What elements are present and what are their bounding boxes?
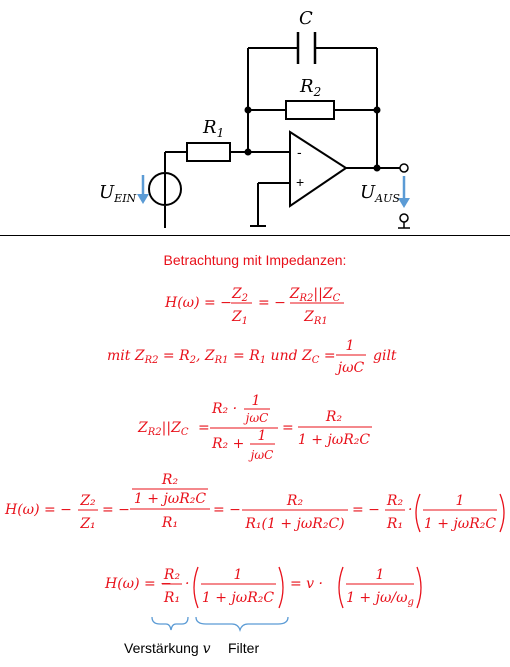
node-dot xyxy=(373,106,381,114)
ground-symbol xyxy=(398,222,410,229)
eq4-f3-den: R₁(1 + jωR₂C) xyxy=(244,516,344,532)
eq2-tail: gilt xyxy=(373,348,397,364)
eq4-f5-num: 1 xyxy=(456,493,465,509)
eq4-f5-den: 1 + jωR₂C xyxy=(424,516,496,532)
section-heading: Betrachtung mit Impedanzen: xyxy=(163,252,347,268)
u-aus-sub: AUS xyxy=(374,192,400,205)
eq5-f2-den: 1 + jωR₂C xyxy=(202,590,274,606)
eq4-f3-num: R₂ xyxy=(286,493,304,509)
circuit-wires xyxy=(164,47,400,228)
eq3-num-frac-num: 1 xyxy=(252,393,261,409)
eq3-r-den: 1 + jωR₂C xyxy=(298,432,370,448)
caption-verstaerkung-var: v xyxy=(202,641,211,657)
eq4-paren-left xyxy=(415,493,421,533)
eq2-frac-den: jωC xyxy=(335,360,365,376)
eq5-f3-den: 1 + jω/ωg xyxy=(346,590,414,608)
equation-5: H(ω) = − R₂ R₁ · 1 1 + jωR₂C = v · 1 1 +… xyxy=(104,566,422,609)
eq5-dot: · xyxy=(185,576,189,592)
eq1-f1-num: Z2 xyxy=(231,286,248,304)
equation-1: H(ω) = − Z2 Z1 = − ZR2||ZC ZR1 xyxy=(164,286,344,327)
eq4-f4-num: R₂ xyxy=(386,493,404,509)
node-dot xyxy=(373,164,381,172)
eq3-eq: = xyxy=(198,420,210,436)
eq5-mid: = v · xyxy=(290,576,323,592)
eq1-f2-den: ZR1 xyxy=(303,309,328,327)
r2-resistor xyxy=(285,100,335,120)
r2-label-sub: 2 xyxy=(313,85,322,99)
r2-label: R2 xyxy=(299,76,321,99)
input-voltage-arrow xyxy=(137,175,149,204)
brace-verstaerkung xyxy=(151,616,189,631)
eq1-lhs: H(ω) = − xyxy=(164,295,232,311)
eq3-lhs: ZR2||ZC xyxy=(137,420,189,438)
eq4-f2-num-bot: 1 + jωR₂C xyxy=(134,491,206,507)
eq4-paren-right xyxy=(499,493,505,533)
eq3-r-num: R₂ xyxy=(325,409,343,425)
caption-filter: Filter xyxy=(228,640,260,656)
eq5-paren2-right xyxy=(416,566,422,609)
r2-label-main: R xyxy=(299,76,314,97)
r1-label: R1 xyxy=(202,117,224,140)
r1-resistor xyxy=(186,142,231,162)
u-ein-sub: EIN xyxy=(113,192,136,205)
u-aus-label: UAUS xyxy=(360,182,400,205)
eq3-num: R₂ · xyxy=(211,401,237,417)
r1-label-main: R xyxy=(202,117,217,138)
opamp-plus-label: + xyxy=(296,174,304,190)
equation-4: H(ω) = − Z₂ Z₁ = − R₂ 1 + jωR₂C R₁ = − R… xyxy=(4,472,505,533)
eq5-paren2-left xyxy=(338,566,344,609)
eq4-lhs: H(ω) = − xyxy=(4,502,72,518)
eq1-f2-num: ZR2||ZC xyxy=(289,286,341,304)
eq3-den-frac-num: 1 xyxy=(258,428,267,444)
eq4-m2: = − xyxy=(213,502,241,518)
eq3-den: R₂ + xyxy=(211,436,244,452)
capacitor-symbol xyxy=(296,32,317,64)
eq5-lhs: H(ω) = − xyxy=(104,576,172,592)
eq4-dot: · xyxy=(408,502,412,518)
node-dot xyxy=(244,106,252,114)
caption-verstaerkung-text: Verstärkung xyxy=(124,640,199,656)
opamp-triangle xyxy=(289,130,348,208)
eq1-f1-den: Z1 xyxy=(231,309,248,327)
eq5-f3-num: 1 xyxy=(376,567,385,583)
brace-filter xyxy=(195,616,289,633)
eq5-paren-left xyxy=(193,566,199,609)
equation-2: mit ZR2 = R2, ZR1 = R1 und ZC = 1 jωC gi… xyxy=(107,338,397,376)
eq5-paren-right xyxy=(278,566,284,609)
u-aus-main: U xyxy=(360,182,376,203)
eq2-text: mit ZR2 = R2, ZR1 = R1 und ZC = xyxy=(107,348,336,366)
eq4-f2-den: R₁ xyxy=(161,515,178,531)
caption-verstaerkung: Verstärkung v xyxy=(124,640,211,657)
eq5-f2-num: 1 xyxy=(234,567,243,583)
eq3-num-frac-den: jωC xyxy=(243,411,269,425)
eq5-f1-num: R₂ xyxy=(163,567,181,583)
eq4-f4-den: R₁ xyxy=(386,516,403,532)
eq2-frac-num: 1 xyxy=(346,338,355,354)
output-terminal xyxy=(399,163,409,173)
eq4-m3: = − xyxy=(352,502,380,518)
u-ein-label: UEIN xyxy=(99,182,137,205)
opamp-minus-label: - xyxy=(297,144,302,160)
eq4-f1-den: Z₁ xyxy=(79,516,95,532)
output-voltage-arrow xyxy=(398,176,410,208)
eq3-eq2: = xyxy=(282,420,294,436)
eq4-f2-num-top: R₂ xyxy=(161,472,179,488)
eq3-den-frac-den: jωC xyxy=(248,448,274,462)
eq5-f1-den: R₁ xyxy=(163,590,180,606)
u-ein-main: U xyxy=(99,182,115,203)
eq4-m1: = − xyxy=(102,502,130,518)
eq1-mid: = − xyxy=(258,295,286,311)
capacitor-label: C xyxy=(299,8,313,29)
node-dot xyxy=(244,148,252,156)
separator-line xyxy=(0,235,510,236)
eq4-f1-num: Z₂ xyxy=(79,493,96,509)
equation-3: ZR2||ZC = R₂ · 1 jωC R₂ + 1 jωC = R₂ 1 +… xyxy=(137,393,372,462)
circuit-diagram: C R2 R1 UEIN UAUS - + xyxy=(99,8,410,229)
r1-label-sub: 1 xyxy=(217,126,225,140)
